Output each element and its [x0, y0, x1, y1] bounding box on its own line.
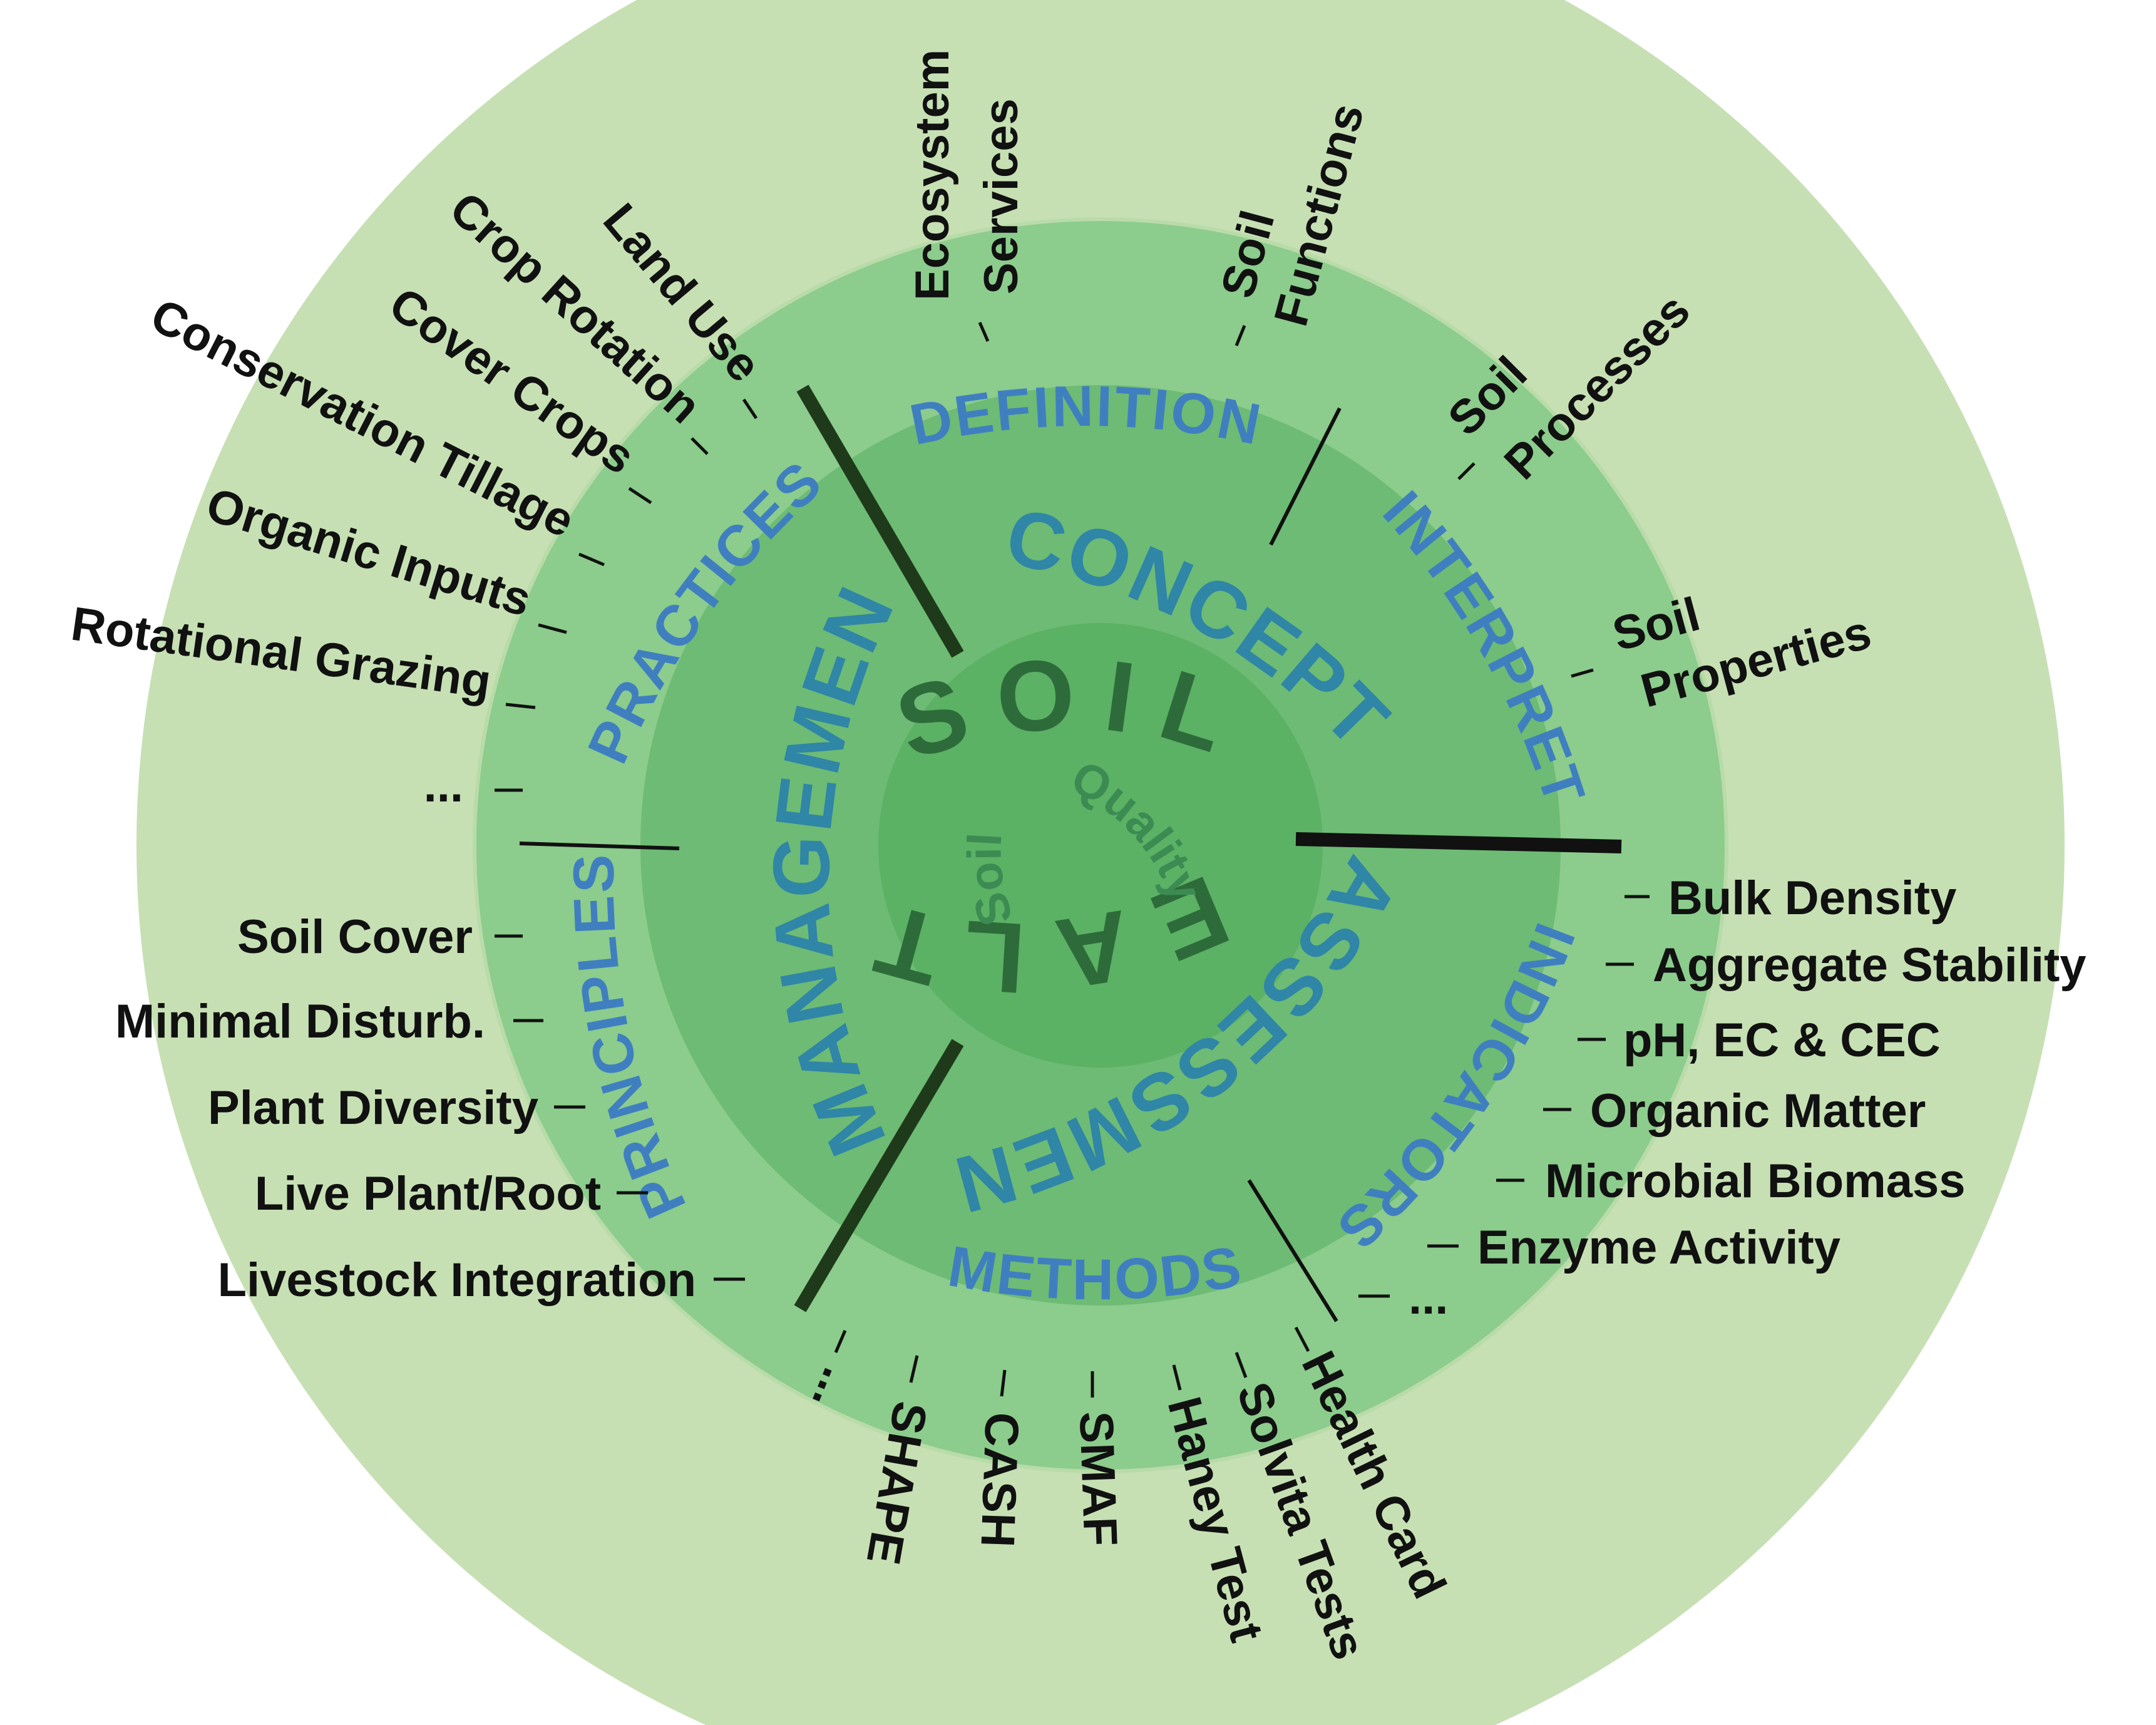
- tick: [628, 487, 652, 505]
- indicator-item: Microbial Biomass: [1545, 1155, 1966, 1208]
- tick: [690, 437, 709, 455]
- tick: [1235, 1352, 1248, 1378]
- tick: [909, 1355, 919, 1383]
- tick: [834, 1330, 847, 1353]
- ecosystem-services-group: Ecosystem Services: [906, 49, 1028, 342]
- tick: [1571, 668, 1594, 678]
- tick: [742, 398, 758, 420]
- principle-item: Minimal Disturb.: [115, 995, 485, 1048]
- tick: [1172, 1364, 1182, 1391]
- inner-core: [878, 623, 1323, 1068]
- principle-item: Livestock Integration: [218, 1254, 696, 1307]
- indicator-item: Organic Matter: [1590, 1084, 1926, 1138]
- principle-item: Live Plant/Root: [255, 1167, 601, 1220]
- middle-ring-edge: [473, 217, 1728, 1473]
- indicator-item: Bulk Density: [1668, 872, 1956, 925]
- indicator-item: Aggregate Stability: [1653, 939, 2087, 992]
- divider-indicators-methods: [1247, 1179, 1338, 1322]
- tick: [538, 623, 567, 634]
- label-services: Services: [975, 98, 1028, 294]
- indicator-item: pH, EC & CEC: [1623, 1014, 1941, 1067]
- divider-principles-practices: [519, 842, 680, 850]
- practice-item: ...: [424, 759, 463, 812]
- tick: [578, 552, 605, 567]
- tick: [1294, 1326, 1310, 1352]
- tick: [1235, 325, 1246, 346]
- tick: [1000, 1369, 1007, 1397]
- tick: [978, 322, 990, 342]
- principles-list: Soil Cover Minimal Disturb. Plant Divers…: [115, 910, 745, 1307]
- divider-definition-interpret: [1269, 407, 1342, 546]
- divider-practices-definition: [796, 384, 964, 658]
- method-item: CASH: [970, 1411, 1028, 1548]
- principle-item: Plant Diversity: [208, 1081, 538, 1135]
- label-ecosystem: Ecosystem: [906, 49, 959, 301]
- divider-interpret-indicators: [1295, 832, 1622, 853]
- indicator-item: Enzyme Activity: [1477, 1221, 1840, 1274]
- tick: [1457, 462, 1476, 480]
- indicator-item: ...: [1409, 1271, 1448, 1324]
- indicators-list: Bulk Density Aggregate Stability pH, EC …: [1358, 872, 2087, 1324]
- tick: [505, 703, 536, 709]
- divider-methods-principles: [794, 1039, 964, 1312]
- method-item: SMAF: [1069, 1411, 1127, 1547]
- principle-item: Soil Cover: [237, 910, 473, 964]
